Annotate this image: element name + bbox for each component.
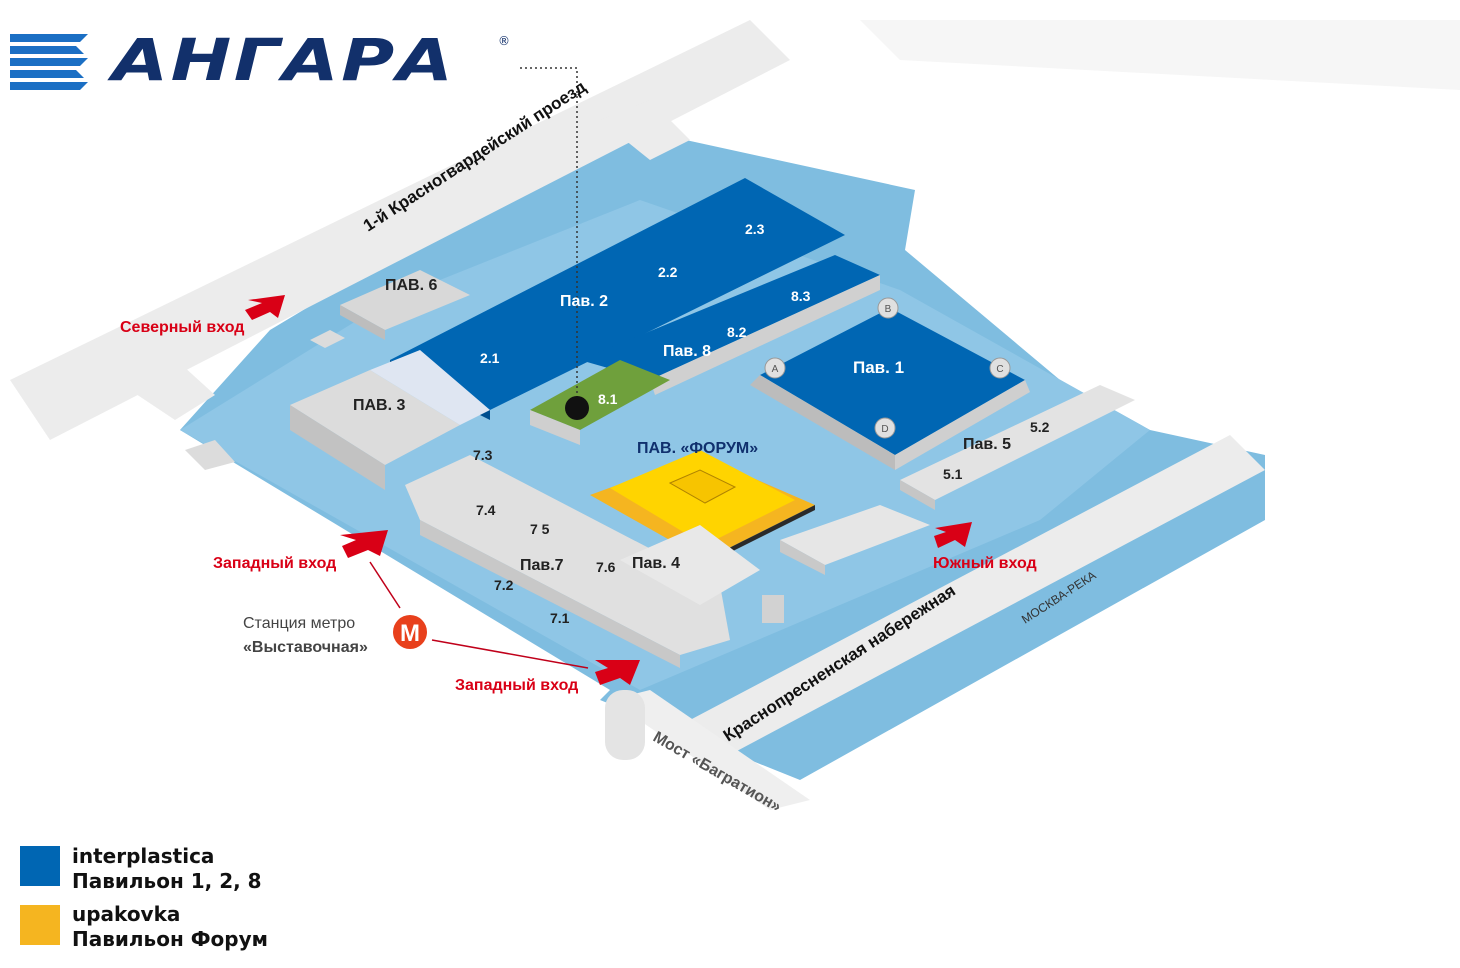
north-road: [10, 20, 790, 440]
pav8-building: [580, 255, 880, 380]
pav6-building-side: [340, 305, 385, 340]
hall-5-1-label: 5.1: [943, 466, 963, 482]
legend-upakovka-line1: upakovka: [72, 902, 181, 926]
hall-8-3-label: 8.3: [791, 288, 811, 304]
metro-letter: M: [400, 620, 420, 647]
south-entrance-label: Южный вход: [933, 555, 1037, 572]
tower-b-label: B: [885, 304, 892, 315]
pav3-side: [290, 405, 385, 490]
metro-m-icon: [393, 615, 427, 649]
tower-d-label: D: [881, 424, 888, 435]
hall-2-2-label: 2.2: [658, 264, 678, 280]
legend-item-upakovka: upakovka Павильон Форум: [72, 902, 268, 952]
hall-7-1-label: 7.1: [550, 610, 570, 626]
west-entrance-label-1: Западный вход: [213, 555, 336, 572]
small-block-north: [310, 330, 345, 348]
ghost-road: [860, 20, 1460, 90]
hall-2-1-label: 2.1: [480, 350, 500, 366]
tower-c-marker: [989, 357, 1011, 379]
pav5-label: Пав. 5: [963, 436, 1011, 453]
stand-pointer-line: [520, 67, 578, 405]
tower-b-marker: [877, 297, 899, 319]
pav6-building: [340, 270, 470, 330]
hall-7-6-label: 7.6: [596, 559, 616, 575]
north-road-branch-2: [600, 100, 690, 160]
west-entrance-label-2: Западный вход: [455, 677, 578, 694]
hall-8-2-label: 8.2: [727, 324, 747, 340]
logo-registered-mark: ®: [498, 34, 510, 48]
metro-station-line2: «Выставочная»: [243, 639, 368, 656]
pav2-label: Пав. 2: [560, 293, 608, 310]
pav8-side: [650, 275, 880, 395]
hall-7-3-label: 7.3: [473, 447, 493, 463]
tower-a-label: A: [772, 364, 779, 375]
hall81-side: [530, 410, 580, 445]
hall-2-3-label: 2.3: [745, 221, 765, 237]
embankment-road: [690, 435, 1265, 760]
metro-link-2: [431, 639, 589, 669]
south-building: [780, 505, 930, 565]
angara-stripes-icon: [10, 34, 88, 90]
metro-link-1: [369, 561, 401, 609]
pav3-building: [290, 370, 460, 465]
pav6-label: ПАВ. 6: [385, 277, 438, 294]
pav5-building: [900, 385, 1135, 500]
pav2-building: [390, 178, 845, 410]
west-entrance-arrow-2: [595, 660, 640, 685]
legend-swatch-interplastica: [20, 846, 60, 886]
pav7-complex: [405, 455, 730, 655]
pav5-building-side: [900, 480, 935, 510]
tower-c-label: C: [996, 364, 1003, 375]
tower-d-marker: [874, 417, 896, 439]
forum-label: ПАВ. «ФОРУМ»: [637, 440, 758, 457]
pav1-label: Пав. 1: [853, 358, 904, 377]
south-entrance-arrow: [934, 522, 972, 548]
hall-7-2-label: 7.2: [494, 577, 514, 593]
hall-7-5-label: 7 5: [530, 521, 550, 537]
legend-item-interplastica: interplastica Павильон 1, 2, 8: [72, 844, 262, 894]
pav1-frame-left: [750, 375, 895, 470]
small-block-west: [185, 440, 235, 470]
logo-wordmark: АНГАРА: [112, 26, 456, 94]
north-entrance-arrow: [245, 295, 285, 320]
hall-7-4-label: 7.4: [476, 502, 496, 518]
legend-interplastica-line1: interplastica: [72, 844, 215, 868]
bridge-road: [610, 690, 810, 810]
church-building: [762, 595, 784, 623]
north-entrance-label: Северный вход: [120, 319, 244, 336]
hall-5-2-label: 5.2: [1030, 419, 1050, 435]
bridge-pillar: [605, 690, 645, 760]
hall81-area: [530, 360, 670, 430]
pav4-building: [620, 525, 760, 605]
stand-marker[interactable]: [565, 396, 589, 420]
south-building-side: [780, 540, 825, 575]
tower-a-marker: [764, 357, 786, 379]
north-road-branch: [100, 345, 215, 420]
pav7-complex-side: [420, 520, 680, 668]
legend-upakovka-line2: Павильон Форум: [72, 927, 268, 951]
pav8-label: Пав. 8: [663, 343, 711, 360]
pav7-label: Пав.7: [520, 557, 564, 574]
pav1-building: [760, 308, 1025, 455]
legend-swatch-upakovka: [20, 905, 60, 945]
pav4-label: Пав. 4: [632, 555, 680, 572]
legend-interplastica-line2: Павильон 1, 2, 8: [72, 869, 262, 893]
forum-pyramid: [668, 469, 737, 504]
angara-logo: АНГАРА ®: [10, 26, 520, 100]
pav3-light: [370, 350, 490, 425]
pav3-label: ПАВ. 3: [353, 397, 406, 414]
metro-station-line1: Станция метро: [243, 615, 355, 632]
hall-8-1-label: 8.1: [598, 391, 618, 407]
west-entrance-arrow-1: [340, 530, 388, 558]
pav1-frame-right: [895, 380, 1030, 470]
